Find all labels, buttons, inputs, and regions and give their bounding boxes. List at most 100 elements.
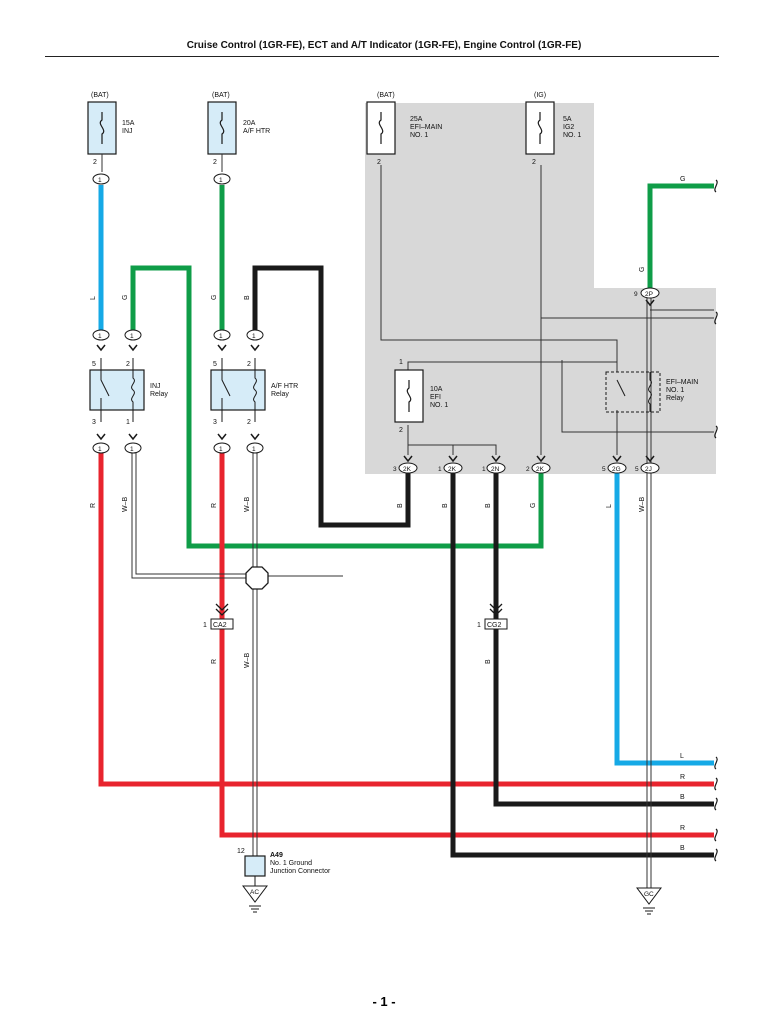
svg-text:G: G bbox=[680, 176, 685, 183]
svg-text:1: 1 bbox=[98, 177, 102, 184]
svg-text:G: G bbox=[530, 503, 537, 508]
svg-text:2: 2 bbox=[247, 419, 251, 426]
fuse-inj: (BAT) 15A INJ 2 bbox=[87, 92, 135, 166]
connector-ca2: CA2 1 bbox=[203, 603, 234, 630]
relay-connectors-bottom bbox=[92, 442, 264, 454]
svg-text:2: 2 bbox=[247, 361, 251, 368]
svg-text:R: R bbox=[211, 503, 218, 508]
svg-text:EFI–MAIN: EFI–MAIN bbox=[410, 124, 442, 131]
svg-text:CG2: CG2 bbox=[487, 622, 502, 629]
svg-text:1: 1 bbox=[126, 419, 130, 426]
svg-text:(BAT): (BAT) bbox=[91, 92, 109, 99]
svg-text:1: 1 bbox=[252, 333, 256, 340]
svg-text:2N: 2N bbox=[491, 466, 500, 473]
svg-text:Relay: Relay bbox=[666, 395, 684, 402]
wire-2k-b bbox=[450, 470, 714, 858]
fuse-afhtr: (BAT) 20A A/F HTR 2 bbox=[207, 92, 270, 166]
svg-text:B: B bbox=[485, 659, 492, 664]
svg-text:2J: 2J bbox=[645, 466, 652, 473]
svg-text:3: 3 bbox=[92, 419, 96, 426]
wire-afhtr-b bbox=[252, 265, 411, 528]
wire-2g-l bbox=[614, 470, 714, 766]
svg-text:1: 1 bbox=[98, 446, 102, 453]
ground-gc: GC bbox=[636, 887, 662, 915]
svg-text:2: 2 bbox=[526, 466, 530, 473]
page-number: - 1 - bbox=[372, 994, 396, 1009]
svg-text:5: 5 bbox=[602, 466, 606, 473]
svg-text:G: G bbox=[211, 295, 218, 300]
svg-text:2K: 2K bbox=[536, 466, 545, 473]
wire-inj-g bbox=[130, 265, 544, 549]
svg-text:R: R bbox=[680, 774, 685, 781]
svg-text:2: 2 bbox=[399, 427, 403, 434]
svg-text:NO. 1: NO. 1 bbox=[563, 132, 581, 139]
svg-text:B: B bbox=[442, 503, 449, 508]
svg-text:A49: A49 bbox=[270, 852, 283, 859]
junction-connector-a49: 12 A49 No. 1 Ground Junction Connector bbox=[237, 848, 331, 886]
svg-text:1: 1 bbox=[477, 622, 481, 629]
svg-text:1: 1 bbox=[482, 466, 486, 473]
svg-text:Relay: Relay bbox=[150, 391, 168, 398]
svg-text:W–B: W–B bbox=[244, 497, 251, 513]
svg-text:1: 1 bbox=[130, 446, 134, 453]
wire-inj-r bbox=[98, 450, 714, 787]
fuse-efi: 1 10A EFI NO. 1 2 bbox=[394, 359, 448, 434]
svg-text:R: R bbox=[211, 659, 218, 664]
fuse-efi-main: (BAT) 25A EFI–MAIN NO. 1 2 bbox=[366, 92, 442, 166]
svg-text:Relay: Relay bbox=[271, 391, 289, 398]
svg-text:B: B bbox=[680, 794, 685, 801]
svg-text:L: L bbox=[680, 753, 684, 760]
wire-break-marks bbox=[714, 179, 718, 862]
svg-text:12: 12 bbox=[237, 848, 245, 855]
svg-text:5: 5 bbox=[635, 466, 639, 473]
ground-ac: AC bbox=[242, 885, 268, 913]
svg-text:W–B: W–B bbox=[244, 653, 251, 669]
title-rule bbox=[45, 56, 719, 57]
svg-text:INJ: INJ bbox=[150, 383, 161, 390]
page-title: Cruise Control (1GR-FE), ECT and A/T Ind… bbox=[186, 40, 582, 51]
svg-text:2K: 2K bbox=[403, 466, 412, 473]
svg-text:IG2: IG2 bbox=[563, 124, 574, 131]
svg-text:2: 2 bbox=[126, 361, 130, 368]
svg-text:(IG): (IG) bbox=[534, 92, 546, 99]
svg-text:2: 2 bbox=[377, 159, 381, 166]
svg-text:5: 5 bbox=[213, 361, 217, 368]
svg-text:3: 3 bbox=[393, 466, 397, 473]
fuse-ig2: (IG) 5A IG2 NO. 1 2 bbox=[525, 92, 581, 166]
svg-text:20A: 20A bbox=[243, 120, 256, 127]
svg-text:W–B: W–B bbox=[122, 497, 129, 513]
svg-text:B: B bbox=[397, 503, 404, 508]
svg-text:B: B bbox=[680, 845, 685, 852]
svg-text:1: 1 bbox=[130, 333, 134, 340]
svg-text:L: L bbox=[90, 296, 97, 300]
wire-wb-group bbox=[131, 295, 652, 890]
relay-inj: 5 2 3 1 INJ Relay bbox=[89, 358, 168, 426]
svg-text:GC: GC bbox=[644, 891, 654, 898]
svg-text:9: 9 bbox=[634, 291, 638, 298]
svg-text:1: 1 bbox=[399, 359, 403, 366]
svg-text:2: 2 bbox=[213, 159, 217, 166]
connector-afhtr-top bbox=[213, 173, 231, 185]
svg-text:1: 1 bbox=[98, 333, 102, 340]
svg-text:10A: 10A bbox=[430, 386, 443, 393]
svg-text:2K: 2K bbox=[448, 466, 457, 473]
svg-text:1: 1 bbox=[252, 446, 256, 453]
svg-text:INJ: INJ bbox=[122, 128, 133, 135]
svg-text:25A: 25A bbox=[410, 116, 423, 123]
relay-efi-main: EFI–MAIN NO. 1 Relay bbox=[605, 371, 698, 413]
svg-text:No. 1 Ground: No. 1 Ground bbox=[270, 860, 312, 867]
svg-text:1: 1 bbox=[438, 466, 442, 473]
svg-text:(BAT): (BAT) bbox=[212, 92, 230, 99]
svg-text:NO. 1: NO. 1 bbox=[666, 387, 684, 394]
svg-text:AC: AC bbox=[250, 889, 259, 896]
svg-text:NO. 1: NO. 1 bbox=[410, 132, 428, 139]
svg-text:2G: 2G bbox=[612, 466, 621, 473]
relay-afhtr: 5 2 3 2 A/F HTR Relay bbox=[210, 358, 298, 426]
svg-text:EFI: EFI bbox=[430, 394, 441, 401]
svg-text:(BAT): (BAT) bbox=[377, 92, 395, 99]
svg-text:B: B bbox=[485, 503, 492, 508]
svg-text:R: R bbox=[680, 825, 685, 832]
svg-text:1: 1 bbox=[219, 333, 223, 340]
svg-text:1: 1 bbox=[203, 622, 207, 629]
